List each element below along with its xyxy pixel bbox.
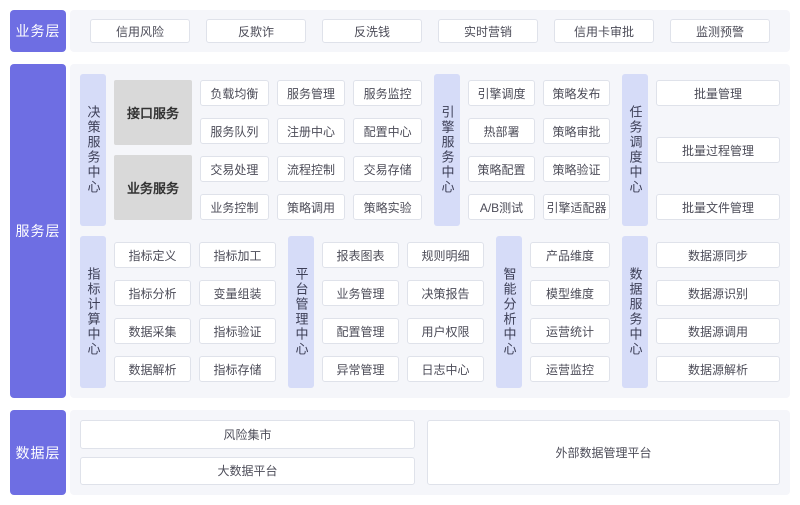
- service-layer-tab: 服务层: [10, 64, 66, 398]
- analysis-items-grid: 产品维度 模型维度 运营统计 运营监控: [530, 242, 610, 382]
- business-item: 信用风险: [90, 19, 190, 43]
- analysis-item: 产品维度: [530, 242, 610, 268]
- engine-service-center: 引擎服务中心 引擎调度 策略发布 热部署 策略审批 策略配置 策略验证 A/B测…: [434, 74, 610, 226]
- analysis-center-label: 智能分析中心: [496, 236, 522, 388]
- data-layer-tab: 数据层: [10, 410, 66, 495]
- decision-service-center: 决策服务中心 接口服务 业务服务 负载均衡 服务管理 服务监控 服务队列 注册中…: [80, 74, 422, 226]
- data-layer-item: 大数据平台: [80, 456, 415, 485]
- service-bottom-row: 指标计算中心 指标定义 指标加工 指标分析 变量组装 数据采集 指标验证 数据解…: [80, 236, 780, 388]
- decision-item: 业务控制: [200, 194, 269, 220]
- platform-center-body: 报表图表 规则明细 业务管理 决策报告 配置管理 用户权限 异常管理 日志中心: [322, 236, 484, 388]
- data-service-item: 数据源识别: [656, 280, 780, 306]
- platform-item: 业务管理: [322, 280, 399, 306]
- indicator-items-grid: 指标定义 指标加工 指标分析 变量组装 数据采集 指标验证 数据解析 指标存储: [114, 242, 276, 382]
- decision-item: 负载均衡: [200, 80, 269, 106]
- data-layer-row: 数据层 风险集市 大数据平台 外部数据管理平台: [10, 410, 790, 495]
- platform-item: 配置管理: [322, 318, 399, 344]
- decision-item: 交易存储: [353, 156, 422, 182]
- data-layer-left-column: 风险集市 大数据平台: [80, 420, 415, 485]
- business-layer-tab: 业务层: [10, 10, 66, 52]
- task-item: 批量文件管理: [656, 194, 780, 220]
- platform-item: 报表图表: [322, 242, 399, 268]
- platform-management-center: 平台管理中心 报表图表 规则明细 业务管理 决策报告 配置管理 用户权限 异常管…: [288, 236, 484, 388]
- decision-center-label: 决策服务中心: [80, 74, 106, 226]
- service-top-row: 决策服务中心 接口服务 业务服务 负载均衡 服务管理 服务监控 服务队列 注册中…: [80, 74, 780, 226]
- indicator-center-label: 指标计算中心: [80, 236, 106, 388]
- decision-center-body: 接口服务 业务服务 负载均衡 服务管理 服务监控 服务队列 注册中心 配置中心 …: [114, 74, 422, 226]
- indicator-item: 指标加工: [199, 242, 276, 268]
- decision-item: 注册中心: [276, 118, 346, 144]
- platform-item: 日志中心: [407, 356, 484, 382]
- data-layer-item: 风险集市: [80, 420, 415, 449]
- platform-item: 异常管理: [322, 356, 399, 382]
- indicator-center-body: 指标定义 指标加工 指标分析 变量组装 数据采集 指标验证 数据解析 指标存储: [114, 236, 276, 388]
- data-service-item: 数据源解析: [656, 356, 780, 382]
- engine-item: 策略发布: [543, 80, 610, 106]
- engine-item: 引擎调度: [468, 80, 535, 106]
- data-service-center-body: 数据源同步 数据源识别 数据源调用 数据源解析: [656, 236, 780, 388]
- data-service-items-grid: 数据源同步 数据源识别 数据源调用 数据源解析: [656, 242, 780, 382]
- business-service-group: 业务服务: [114, 155, 192, 220]
- analysis-item: 运营统计: [530, 318, 610, 344]
- business-item: 信用卡审批: [554, 19, 654, 43]
- engine-item: 引擎适配器: [543, 194, 610, 220]
- indicator-item: 指标验证: [199, 318, 276, 344]
- data-layer-right-column: 外部数据管理平台: [427, 420, 780, 485]
- service-layer-row: 服务层 决策服务中心 接口服务 业务服务 负载均衡 服务管理 服务监控: [10, 64, 790, 398]
- engine-items-grid: 引擎调度 策略发布 热部署 策略审批 策略配置 策略验证 A/B测试 引擎适配器: [468, 80, 610, 220]
- task-item: 批量过程管理: [656, 137, 780, 163]
- decision-item: 服务管理: [276, 80, 346, 106]
- decision-item: 配置中心: [353, 118, 422, 144]
- analysis-center-body: 产品维度 模型维度 运营统计 运营监控: [530, 236, 610, 388]
- data-service-item: 数据源同步: [656, 242, 780, 268]
- platform-item: 规则明细: [407, 242, 484, 268]
- decision-item: 策略实验: [353, 194, 422, 220]
- decision-item: 服务队列: [200, 118, 269, 144]
- data-service-item: 数据源调用: [656, 318, 780, 344]
- engine-item: 策略验证: [543, 156, 610, 182]
- platform-item: 决策报告: [407, 280, 484, 306]
- interface-service-group: 接口服务: [114, 80, 192, 145]
- service-layer-panel: 决策服务中心 接口服务 业务服务 负载均衡 服务管理 服务监控 服务队列 注册中…: [70, 64, 790, 398]
- data-service-center: 数据服务中心 数据源同步 数据源识别 数据源调用 数据源解析: [622, 236, 780, 388]
- data-service-center-label: 数据服务中心: [622, 236, 648, 388]
- decision-group-column: 接口服务 业务服务: [114, 80, 192, 220]
- engine-item: 策略配置: [468, 156, 535, 182]
- task-items-column: 批量管理 批量过程管理 批量文件管理: [656, 74, 780, 226]
- task-scheduling-center: 任务调度中心 批量管理 批量过程管理 批量文件管理: [622, 74, 780, 226]
- decision-items-grid: 负载均衡 服务管理 服务监控 服务队列 注册中心 配置中心 交易处理 流程控制 …: [200, 80, 422, 220]
- task-item: 批量管理: [656, 80, 780, 106]
- platform-center-label: 平台管理中心: [288, 236, 314, 388]
- engine-item: A/B测试: [468, 194, 535, 220]
- engine-center-body: 引擎调度 策略发布 热部署 策略审批 策略配置 策略验证 A/B测试 引擎适配器: [468, 74, 610, 226]
- data-layer-panel: 风险集市 大数据平台 外部数据管理平台: [70, 410, 790, 495]
- platform-items-grid: 报表图表 规则明细 业务管理 决策报告 配置管理 用户权限 异常管理 日志中心: [322, 242, 484, 382]
- platform-item: 用户权限: [407, 318, 484, 344]
- decision-item: 流程控制: [276, 156, 346, 182]
- analysis-item: 模型维度: [530, 280, 610, 306]
- analysis-item: 运营监控: [530, 356, 610, 382]
- engine-item: 策略审批: [543, 118, 610, 144]
- business-item: 实时营销: [438, 19, 538, 43]
- business-item: 反洗钱: [322, 19, 422, 43]
- business-item: 监测预警: [670, 19, 770, 43]
- business-item: 反欺诈: [206, 19, 306, 43]
- indicator-item: 指标定义: [114, 242, 191, 268]
- decision-item: 服务监控: [353, 80, 422, 106]
- engine-center-label: 引擎服务中心: [434, 74, 460, 226]
- business-layer-panel: 信用风险 反欺诈 反洗钱 实时营销 信用卡审批 监测预警: [70, 10, 790, 52]
- indicator-item: 指标存储: [199, 356, 276, 382]
- indicator-item: 变量组装: [199, 280, 276, 306]
- decision-item: 策略调用: [276, 194, 346, 220]
- indicator-item: 数据解析: [114, 356, 191, 382]
- indicator-computing-center: 指标计算中心 指标定义 指标加工 指标分析 变量组装 数据采集 指标验证 数据解…: [80, 236, 276, 388]
- engine-item: 热部署: [468, 118, 535, 144]
- intelligent-analysis-center: 智能分析中心 产品维度 模型维度 运营统计 运营监控: [496, 236, 610, 388]
- business-layer-row: 业务层 信用风险 反欺诈 反洗钱 实时营销 信用卡审批 监测预警: [10, 10, 790, 52]
- task-center-label: 任务调度中心: [622, 74, 648, 226]
- decision-item: 交易处理: [200, 156, 269, 182]
- indicator-item: 指标分析: [114, 280, 191, 306]
- data-layer-item: 外部数据管理平台: [427, 420, 780, 485]
- indicator-item: 数据采集: [114, 318, 191, 344]
